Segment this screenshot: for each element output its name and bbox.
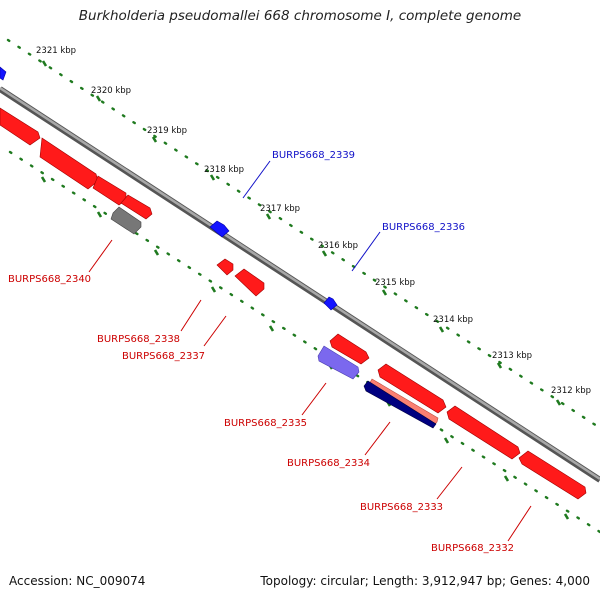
gene-label-burps668-2338[interactable]: BURPS668_2338 bbox=[97, 334, 180, 345]
gene-burps668-2337[interactable] bbox=[234, 268, 265, 297]
gene-reverse-6[interactable] bbox=[377, 363, 447, 414]
gene-reverse-5[interactable] bbox=[329, 333, 370, 365]
map-title: Burkholderia pseudomallei 668 chromosome… bbox=[78, 8, 522, 24]
scale-labels: 2321 kbp 2320 kbp 2319 kbp 2318 kbp 2317… bbox=[36, 46, 591, 396]
gene-label-burps668-2336[interactable]: BURPS668_2336 bbox=[382, 222, 465, 233]
scale-label: 2319 kbp bbox=[147, 126, 187, 136]
forward-strand-genes bbox=[0, 66, 338, 311]
scale-label: 2315 kbp bbox=[375, 278, 415, 288]
scale-label: 2320 kbp bbox=[91, 86, 131, 96]
gene-burps668-2332[interactable] bbox=[518, 450, 587, 500]
scale-label: 2313 kbp bbox=[492, 351, 532, 361]
gene-burps668-2339[interactable] bbox=[209, 220, 230, 238]
gene-burps668-2340[interactable] bbox=[110, 206, 142, 235]
forward-gene-labels: BURPS668_2339 BURPS668_2336 bbox=[272, 150, 465, 233]
reverse-strand-genes bbox=[0, 107, 587, 500]
gene-reverse-2[interactable] bbox=[39, 137, 99, 190]
gene-reverse-1[interactable] bbox=[0, 107, 41, 146]
gene-reverse-4[interactable] bbox=[120, 194, 153, 220]
scale-label: 2312 kbp bbox=[551, 386, 591, 396]
gene-label-burps668-2334[interactable]: BURPS668_2334 bbox=[287, 458, 370, 469]
inner-tick-ring bbox=[8, 150, 600, 534]
scale-label: 2318 kbp bbox=[204, 165, 244, 175]
gene-reverse-7[interactable] bbox=[446, 405, 521, 460]
gene-label-burps668-2339[interactable]: BURPS668_2339 bbox=[272, 150, 355, 161]
gene-label-burps668-2332[interactable]: BURPS668_2332 bbox=[431, 543, 514, 554]
outer-tick-ring bbox=[6, 38, 600, 430]
scale-label: 2316 kbp bbox=[318, 241, 358, 251]
gene-burps668-2334[interactable] bbox=[363, 380, 437, 429]
topology-summary-text: Topology: circular; Length: 3,912,947 bp… bbox=[260, 574, 590, 588]
accession-text: Accession: NC_009074 bbox=[9, 574, 146, 588]
gene-burps668-2336[interactable] bbox=[323, 296, 338, 311]
gene-forward-partial[interactable] bbox=[0, 66, 7, 81]
gene-burps668-2338[interactable] bbox=[216, 258, 234, 276]
scale-label: 2314 kbp bbox=[433, 315, 473, 325]
gene-label-burps668-2340[interactable]: BURPS668_2340 bbox=[8, 274, 91, 285]
label-leader-lines bbox=[88, 160, 532, 542]
gene-label-burps668-2337[interactable]: BURPS668_2337 bbox=[122, 351, 205, 362]
chromosome-backbone-highlight bbox=[0, 86, 600, 481]
gene-reverse-3[interactable] bbox=[92, 175, 127, 206]
gene-label-burps668-2335[interactable]: BURPS668_2335 bbox=[224, 418, 307, 429]
reverse-gene-labels: BURPS668_2340 BURPS668_2338 BURPS668_233… bbox=[8, 274, 514, 554]
gene-label-burps668-2333[interactable]: BURPS668_2333 bbox=[360, 502, 443, 513]
gene-burps668-2335[interactable] bbox=[317, 345, 360, 380]
outer-major-ticks bbox=[41, 60, 562, 406]
scale-label: 2321 kbp bbox=[36, 46, 76, 56]
scale-label: 2317 kbp bbox=[260, 204, 300, 214]
